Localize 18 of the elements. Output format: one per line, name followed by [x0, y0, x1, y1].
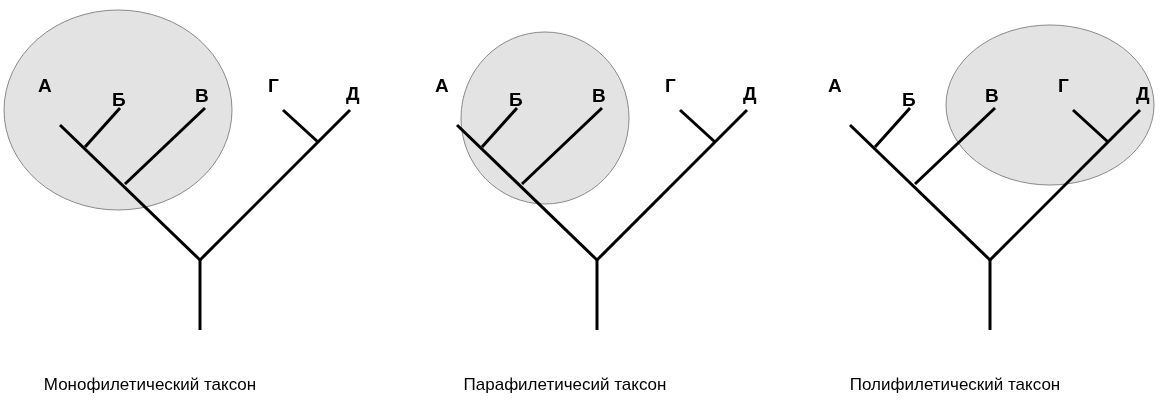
taxon-letter: Г [268, 76, 279, 95]
taxon-letter: Г [1058, 76, 1069, 95]
taxon-letter: А [435, 76, 449, 95]
taxon-letter: Б [509, 90, 523, 109]
taxon-letter: А [38, 76, 52, 95]
caption: Полифилетический таксон [849, 376, 1061, 393]
taxon-letter: А [828, 76, 842, 95]
taxon-letter: В [985, 86, 999, 105]
taxon-letter: Д [743, 84, 757, 103]
taxon-letter: В [195, 86, 209, 105]
taxon-letter: Д [346, 84, 360, 103]
caption: Монофилетический таксон [43, 376, 257, 393]
taxon-letter: Б [902, 90, 916, 109]
taxon-letter: Д [1136, 84, 1150, 103]
caption: Парафилетичесий таксон [463, 376, 667, 393]
taxon-letter: Г [665, 76, 676, 95]
taxon-letter: В [592, 86, 606, 105]
taxon-letter: Б [112, 90, 126, 109]
